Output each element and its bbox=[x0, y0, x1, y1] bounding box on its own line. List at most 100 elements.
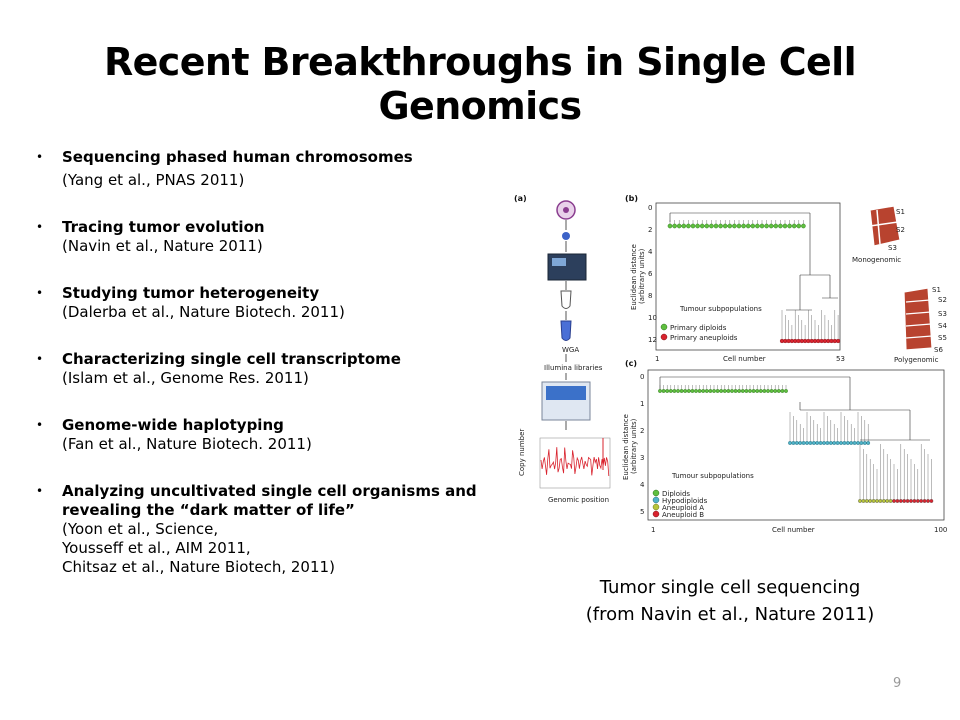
panel-c-green-point bbox=[733, 389, 738, 393]
caption-line-2: (from Navin et al., Nature 2011) bbox=[585, 604, 875, 625]
panel-c-aneuploid-point bbox=[895, 499, 900, 503]
panel-c-y-tick: 0 bbox=[640, 373, 644, 381]
panel-c-green-point bbox=[668, 389, 673, 393]
panel-b-green-point bbox=[750, 223, 756, 229]
panel-c-cyan-point bbox=[862, 441, 867, 445]
panel-b-y-tick: 0 bbox=[648, 204, 652, 212]
panel-c-cyan-point bbox=[798, 441, 803, 445]
panel-b-green-point bbox=[745, 223, 751, 229]
panel-b-green-point bbox=[722, 223, 728, 229]
legend-hypodiploid-dot bbox=[652, 496, 660, 504]
panel-c-cyan-point bbox=[832, 441, 837, 445]
panel-c-green-point bbox=[658, 389, 662, 393]
panel-c-green-point bbox=[676, 389, 680, 393]
panel-b-green-point bbox=[755, 223, 760, 229]
panel-b-green-point bbox=[676, 223, 682, 229]
mono-s3: S3 bbox=[888, 244, 897, 252]
panel-c-legend-title: Tumour subpopulations bbox=[671, 472, 754, 480]
panel-c-green-point bbox=[737, 389, 742, 393]
panel-b-green-point bbox=[782, 223, 788, 229]
panel-c-y-tick: 3 bbox=[640, 454, 644, 462]
panel-c-green-point bbox=[762, 389, 767, 393]
panel-c-legend-aneuploid-a: Aneuploid A bbox=[662, 504, 704, 512]
bullet-marker: • bbox=[36, 286, 44, 300]
panel-c-green-point bbox=[661, 389, 666, 393]
bullet-marker: • bbox=[36, 220, 44, 234]
panel-c-y-tick: 4 bbox=[640, 481, 645, 489]
panel-c-aneuploid-point bbox=[881, 499, 886, 503]
panel-b-green-point bbox=[778, 223, 783, 229]
panel-c-aneuploid-point bbox=[912, 499, 917, 503]
panel-c-green-point bbox=[701, 389, 706, 393]
panel-b-y-tick: 6 bbox=[648, 270, 653, 278]
panel-b-green-point bbox=[732, 223, 737, 229]
bullet-citation: (Yang et al., PNAS 2011) bbox=[62, 171, 245, 189]
bullet-heading: Tracing tumor evolution bbox=[62, 218, 265, 236]
panel-c-green-point bbox=[686, 389, 691, 393]
panel-c-aneuploid-point bbox=[885, 499, 890, 503]
panel-c-cyan-point bbox=[849, 441, 854, 445]
panel-b-ylabel-sub: (arbitrary units) bbox=[638, 248, 646, 304]
poly-tissue-cuts bbox=[905, 299, 933, 339]
legend-green-dot bbox=[660, 323, 668, 331]
poly-s4: S4 bbox=[938, 322, 947, 330]
panel-c-y-tick: 2 bbox=[640, 427, 644, 435]
genomic-position-label: Genomic position bbox=[548, 496, 609, 504]
panel-b-legend bbox=[658, 302, 736, 342]
poly-s3: S3 bbox=[938, 310, 947, 318]
bullet-heading: Sequencing phased human chromosomes bbox=[62, 148, 413, 166]
panel-c-legend-hypodiploids: Hypodiploids bbox=[662, 497, 708, 505]
panel-c-cyan-point bbox=[822, 441, 826, 445]
panel-c-aneuploid-point bbox=[868, 499, 873, 503]
copy-number-trace bbox=[540, 447, 610, 477]
panel-c-aneuploid-point bbox=[892, 499, 896, 503]
panel-b-green-point bbox=[686, 223, 691, 229]
panel-c-y-tick: 5 bbox=[640, 508, 644, 516]
bullet-marker: • bbox=[36, 484, 44, 498]
panel-c-legend-diploids: Diploids bbox=[662, 490, 690, 498]
poly-s5: S5 bbox=[938, 334, 947, 342]
panel-b-green-point bbox=[690, 223, 696, 229]
bullet-heading: Genome-wide haplotyping bbox=[62, 416, 284, 434]
panel-c-green-point bbox=[769, 389, 774, 393]
sequencer-panel-icon bbox=[546, 386, 586, 400]
sorter-screen-icon bbox=[552, 258, 566, 266]
panel-c-green-point bbox=[751, 389, 756, 393]
panel-c-x-end: 100 bbox=[934, 526, 947, 534]
panel-c-aneuploid-point bbox=[926, 499, 930, 503]
bullet-marker: • bbox=[36, 352, 44, 366]
copy-number-ylabel: Copy number bbox=[518, 429, 526, 476]
caption-line-1: Tumor single cell sequencing bbox=[599, 577, 861, 598]
panel-b-green-point bbox=[695, 223, 700, 229]
panel-c-aneuploid-point bbox=[915, 499, 920, 503]
panel-c-aneuploid-point bbox=[875, 499, 879, 503]
panel-c-aneuploid-point bbox=[898, 499, 903, 503]
panel-c-aneuploid-point bbox=[888, 499, 893, 503]
panel-b-label: (b) bbox=[625, 194, 638, 203]
bullet-citation: (Dalerba et al., Nature Biotech. 2011) bbox=[62, 303, 345, 321]
bullet-marker: • bbox=[36, 150, 44, 164]
panel-b-green-point bbox=[672, 223, 677, 229]
libraries-label: Illumina libraries bbox=[544, 364, 603, 372]
navin-figure: (a) WGA Illumina libraries Copy nu bbox=[510, 180, 950, 535]
panel-c-cyan-point bbox=[818, 441, 823, 445]
panel-c-aneuploid-point bbox=[909, 499, 913, 503]
wga-label: WGA bbox=[562, 346, 579, 354]
panel-c-cyan-point bbox=[835, 441, 840, 445]
legend-aneuploid-a-dot bbox=[652, 503, 660, 511]
panel-b-y-tick: 8 bbox=[648, 292, 652, 300]
panel-c-green-point bbox=[712, 389, 716, 393]
panel-c-green-point bbox=[694, 389, 698, 393]
panel-c-y-tick: 1 bbox=[640, 400, 644, 408]
panel-c-green-point bbox=[744, 389, 749, 393]
panel-b-green-point bbox=[759, 223, 765, 229]
panel-b-y-tick: 2 bbox=[648, 226, 652, 234]
panel-b-green-point bbox=[713, 223, 719, 229]
panel-b-x-end: 53 bbox=[836, 355, 845, 363]
panel-c-cyan-point bbox=[788, 441, 792, 445]
bullet-citation: (Islam et al., Genome Res. 2011) bbox=[62, 369, 309, 387]
mono-label: Monogenomic bbox=[852, 256, 901, 264]
panel-c-aneuploid-point bbox=[864, 499, 869, 503]
panel-b-red-branches bbox=[786, 274, 838, 311]
panel-c-green-point bbox=[726, 389, 731, 393]
